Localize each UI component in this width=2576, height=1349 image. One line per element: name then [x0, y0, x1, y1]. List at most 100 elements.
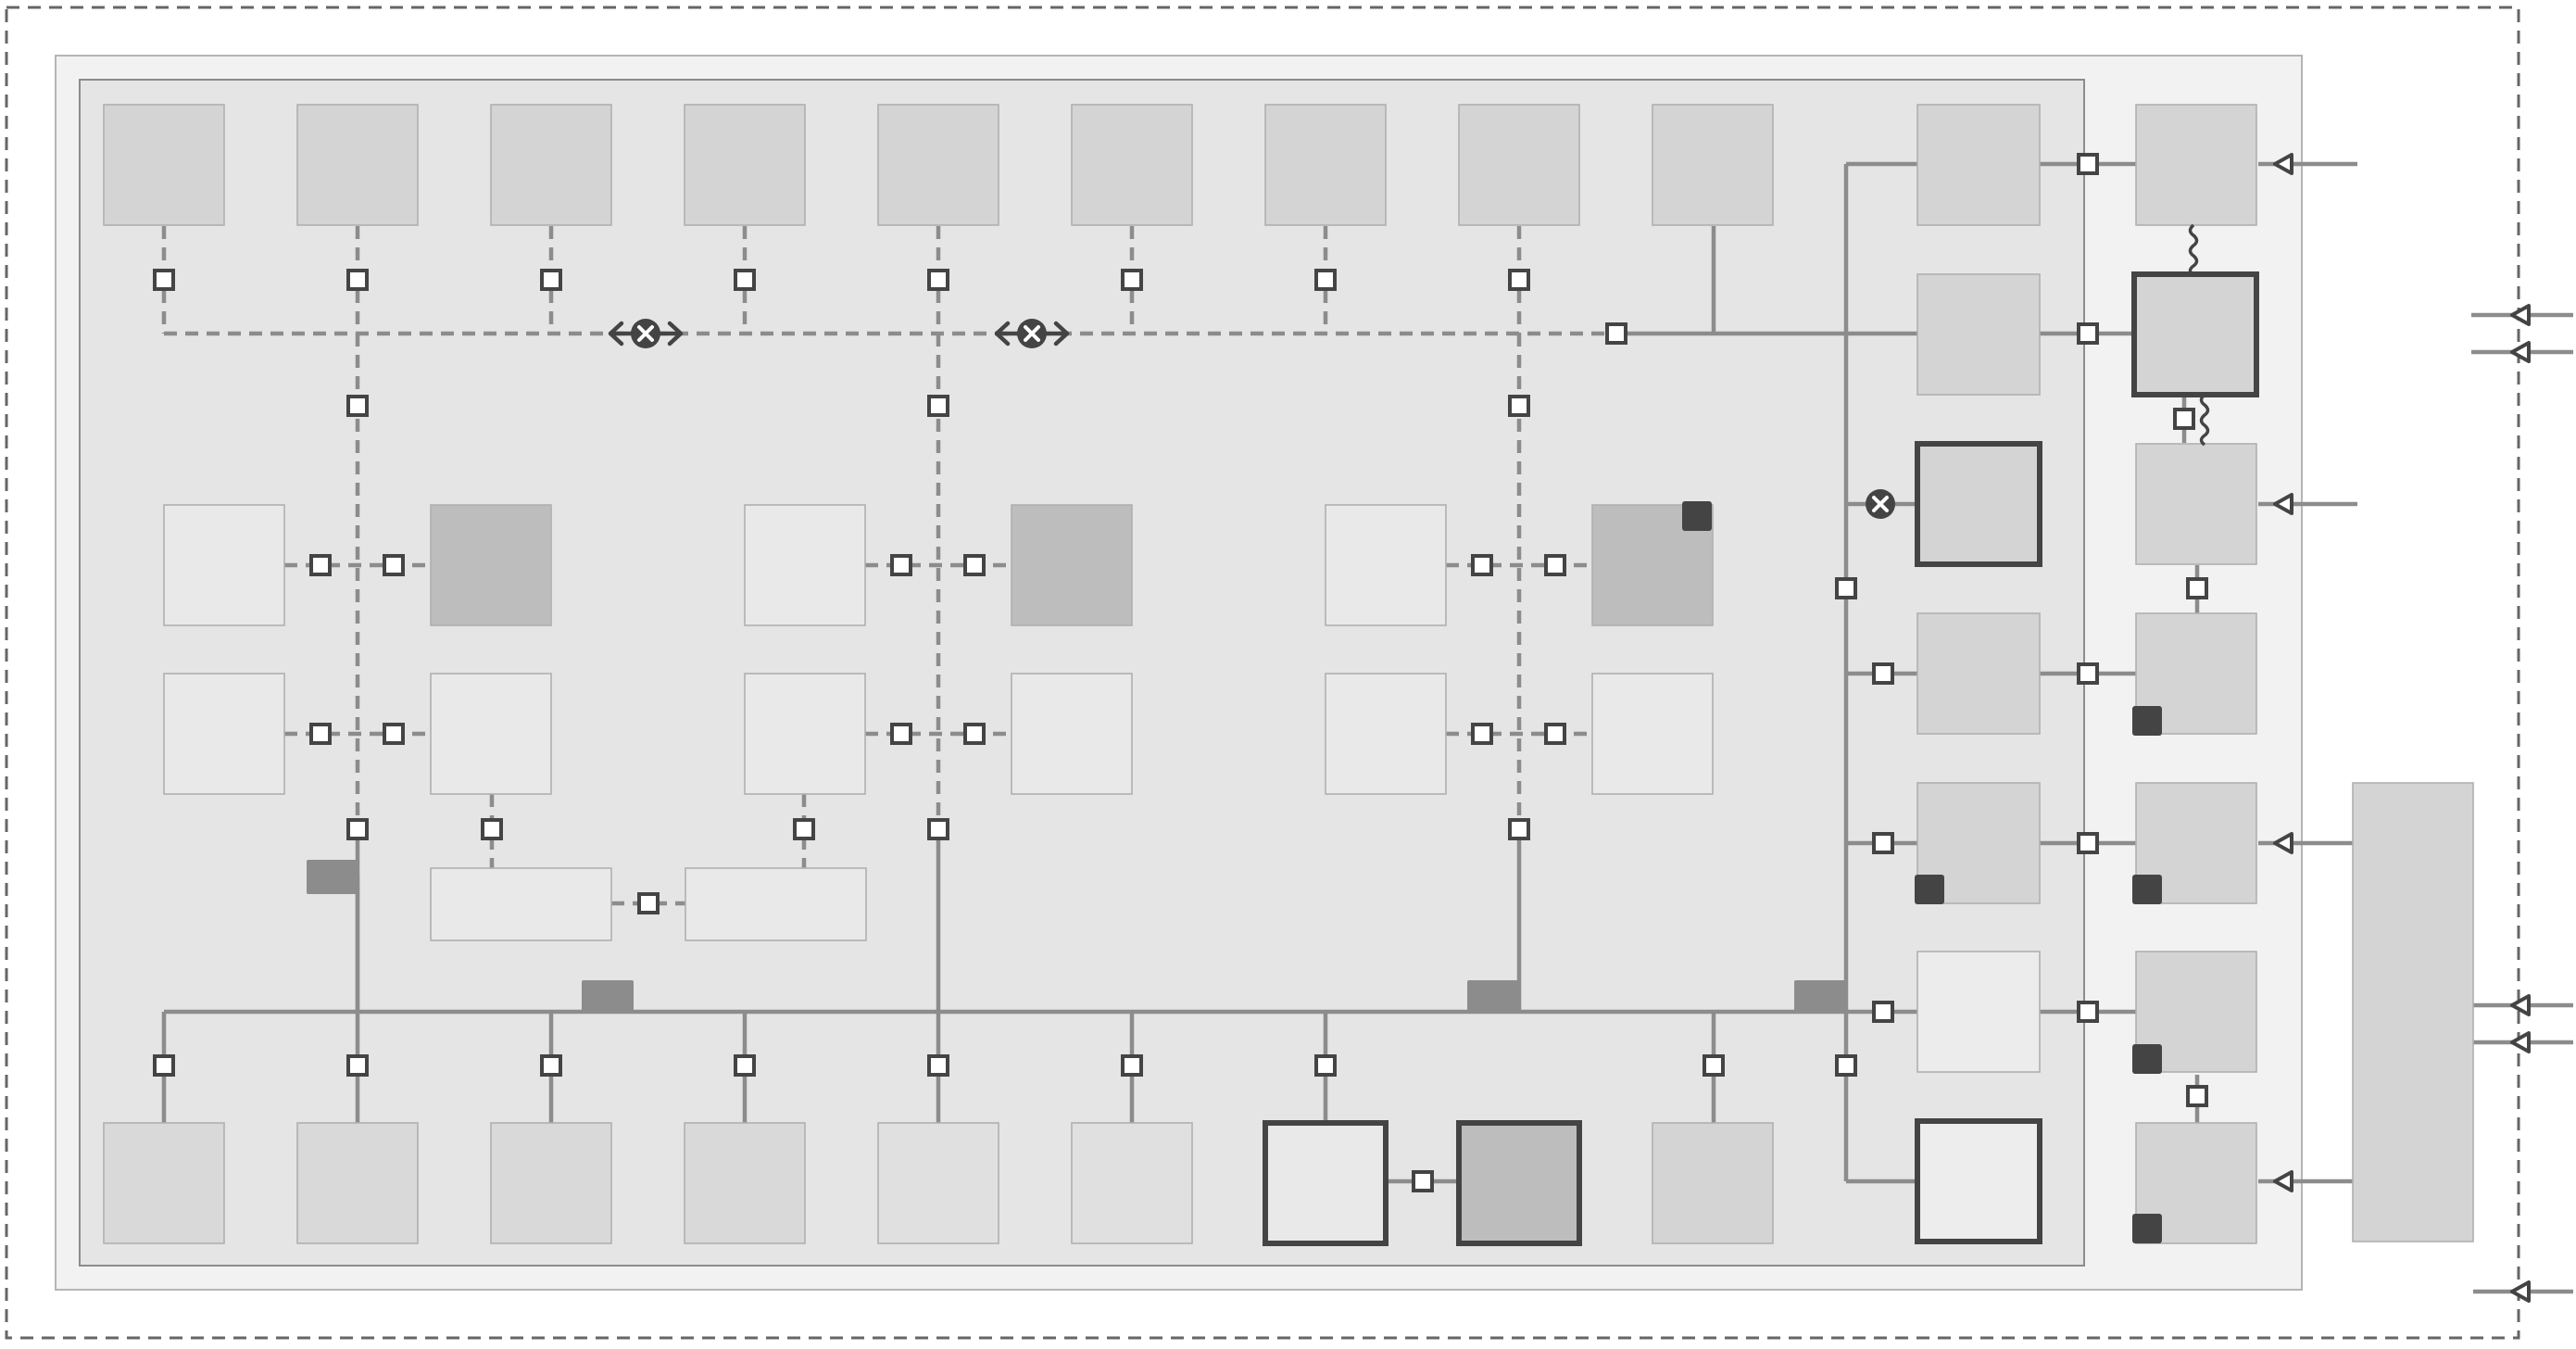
bridge-marker — [1794, 980, 1846, 1012]
junctions — [608, 317, 1897, 521]
port — [734, 1054, 756, 1077]
port — [2077, 832, 2099, 854]
port — [927, 1054, 949, 1077]
port — [1121, 269, 1143, 291]
port — [637, 892, 660, 914]
corner-marker — [1915, 875, 1944, 904]
corner-marker — [2132, 1214, 2162, 1243]
input-arrow — [2510, 994, 2531, 1016]
port — [346, 395, 369, 417]
input-arrow — [2273, 493, 2293, 515]
port — [890, 554, 912, 576]
port — [1703, 1054, 1725, 1077]
bottom-block — [490, 1122, 612, 1244]
bottom-block — [1652, 1122, 1774, 1244]
corner-marker — [2132, 875, 2162, 904]
right-block — [1916, 104, 2041, 226]
port — [153, 269, 175, 291]
port — [927, 395, 949, 417]
far-right-block — [2135, 104, 2257, 226]
port — [383, 554, 405, 576]
port — [1471, 723, 1493, 745]
port — [1544, 554, 1566, 576]
far-right-block-bold — [2131, 271, 2259, 397]
right-block-bold — [1915, 1118, 2042, 1244]
top-block — [1458, 104, 1580, 226]
port — [1835, 577, 1857, 599]
inner-region — [79, 79, 2085, 1267]
port — [1544, 723, 1566, 745]
tall-side-block — [2352, 782, 2474, 1242]
port — [153, 1054, 175, 1077]
port — [1508, 269, 1530, 291]
input-arrow — [2273, 1170, 2293, 1192]
far-right-block — [2135, 443, 2257, 565]
port — [927, 269, 949, 291]
tile-block — [1011, 504, 1133, 626]
port — [2077, 1001, 2099, 1023]
input-arrow — [2510, 1280, 2531, 1303]
bottom-block — [296, 1122, 419, 1244]
top-block — [296, 104, 419, 226]
port — [963, 723, 986, 745]
port — [309, 723, 332, 745]
markers — [307, 501, 2162, 1243]
port — [2077, 322, 2099, 345]
port — [2186, 577, 2208, 599]
port — [1508, 395, 1530, 417]
port — [734, 269, 756, 291]
bottom-block-bold — [1456, 1120, 1582, 1246]
top-block — [490, 104, 612, 226]
top-block — [1071, 104, 1193, 226]
port — [1412, 1170, 1434, 1192]
right-block — [1916, 273, 2041, 396]
port — [2173, 408, 2195, 430]
port — [383, 723, 405, 745]
bottom-block — [1071, 1122, 1193, 1244]
input-arrow — [2510, 341, 2531, 363]
tile-block — [1325, 673, 1447, 795]
port — [1872, 1001, 1894, 1023]
port — [1471, 554, 1493, 576]
tile-block — [430, 504, 552, 626]
right-block-bold — [1915, 441, 2042, 567]
junction-node — [1864, 487, 1897, 521]
ports — [153, 153, 2208, 1192]
tile-block — [744, 504, 866, 626]
bottom-block — [684, 1122, 806, 1244]
wavy-links — [2188, 223, 2210, 447]
input-arrow — [2510, 304, 2531, 326]
input-arrow — [2273, 153, 2293, 175]
tile-block — [163, 673, 285, 795]
top-block — [1264, 104, 1387, 226]
port — [963, 554, 986, 576]
tile-block — [430, 673, 552, 795]
bridge-marker — [1467, 980, 1519, 1012]
outer-boundary — [5, 6, 2520, 1340]
right-block — [1916, 612, 2041, 735]
input-arrows — [2273, 153, 2531, 1303]
port — [1872, 662, 1894, 685]
input-arrow — [2273, 832, 2293, 854]
port — [1314, 269, 1337, 291]
top-block — [684, 104, 806, 226]
port — [346, 269, 369, 291]
tile-block — [1011, 673, 1133, 795]
corner-marker — [2132, 706, 2162, 736]
port — [2186, 1085, 2208, 1107]
top-block — [103, 104, 225, 226]
port — [346, 818, 369, 840]
right-block — [1916, 951, 2041, 1073]
top-block — [1652, 104, 1774, 226]
port — [346, 1054, 369, 1077]
port — [890, 723, 912, 745]
bottom-block — [877, 1122, 999, 1244]
port — [927, 818, 949, 840]
corner-marker — [2132, 1044, 2162, 1074]
bottom-block-bold — [1263, 1120, 1389, 1246]
port — [481, 818, 503, 840]
port — [2077, 153, 2099, 175]
port — [1835, 1054, 1857, 1077]
tile-block — [1591, 673, 1714, 795]
